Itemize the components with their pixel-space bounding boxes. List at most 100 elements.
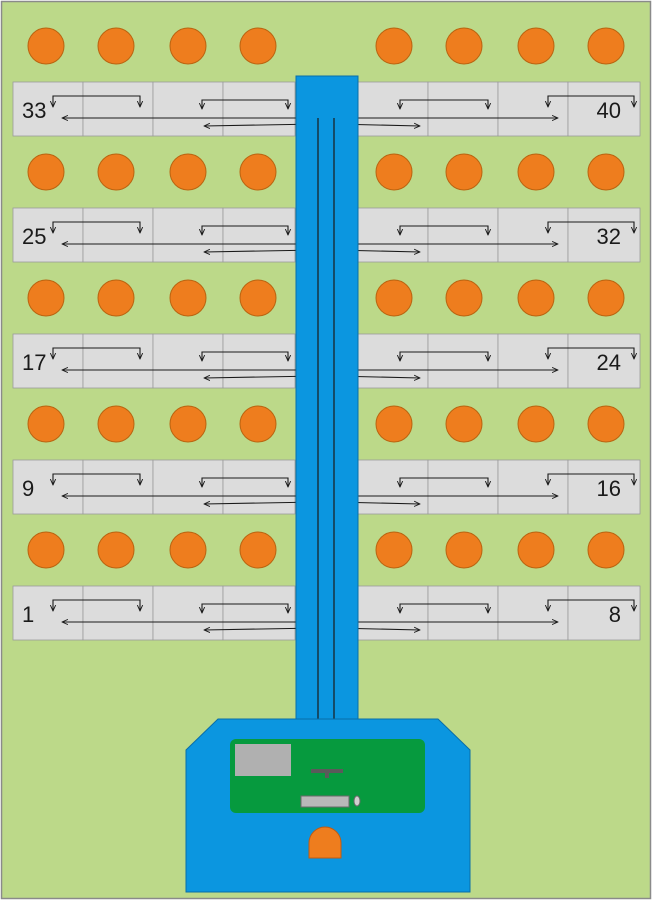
orange-disc-icon: [445, 405, 483, 443]
bracket-arrow: [202, 99, 288, 109]
bracket-arrow: [53, 473, 140, 485]
orange-disc-icon: [587, 405, 625, 443]
slot-label-left: 33: [22, 98, 46, 123]
row-cell: [152, 459, 224, 515]
knob-icon: [308, 826, 342, 859]
slot-label-right: 24: [597, 350, 621, 375]
orange-disc-icon: [445, 27, 483, 65]
orange-disc-icon: [375, 153, 413, 191]
row-cell: [82, 81, 154, 137]
row-cell: [357, 333, 429, 389]
bracket-arrow: [53, 599, 140, 611]
bracket-arrow: [53, 347, 140, 359]
storage-row: 33 40: [12, 81, 641, 137]
orange-disc-icon: [517, 153, 555, 191]
slot-label-right: 16: [597, 476, 621, 501]
bracket-arrow: [548, 347, 634, 359]
row-cell: [82, 459, 154, 515]
orange-disc-icon: [445, 153, 483, 191]
row-cell: [152, 585, 224, 641]
orange-disc-icon: [375, 405, 413, 443]
row-cell: [82, 585, 154, 641]
orange-disc-icon: [239, 531, 277, 569]
slot-label-right: 32: [597, 224, 621, 249]
row-cell: [497, 81, 569, 137]
row-cell: [357, 585, 429, 641]
bracket-arrow: [202, 225, 288, 235]
orange-disc-icon: [239, 27, 277, 65]
display-screen-icon: [235, 744, 291, 776]
orange-disc-icon: [169, 153, 207, 191]
row-cell: [567, 207, 641, 263]
orange-disc-grid: [27, 27, 625, 569]
slot-label-left: 17: [22, 350, 46, 375]
row-cell: [497, 333, 569, 389]
orange-disc-icon: [27, 531, 65, 569]
orange-disc-icon: [169, 531, 207, 569]
slot-connector: [300, 795, 350, 808]
row-cell: [222, 333, 296, 389]
mount-icon: [311, 769, 343, 778]
orange-disc-icon: [239, 279, 277, 317]
bracket-arrow: [400, 225, 488, 235]
row-cell: [82, 333, 154, 389]
orange-disc-icon: [517, 279, 555, 317]
row-cell: [357, 81, 429, 137]
row-cell: [12, 333, 84, 389]
orange-disc-icon: [445, 531, 483, 569]
orange-disc-icon: [375, 531, 413, 569]
orange-disc-icon: [27, 153, 65, 191]
orange-disc-icon: [169, 405, 207, 443]
row-cell: [12, 207, 84, 263]
bracket-arrow: [548, 221, 634, 233]
row-cell: [152, 207, 224, 263]
row-cell: [222, 207, 296, 263]
storage-row: 9 16: [12, 459, 641, 515]
slot-label-left: 9: [22, 476, 34, 501]
bracket-arrow: [548, 473, 634, 485]
row-cell: [222, 81, 296, 137]
storage-row: 25 32: [12, 207, 641, 263]
bracket-arrow: [548, 95, 634, 107]
orange-disc-icon: [517, 27, 555, 65]
row-cell: [152, 81, 224, 137]
bracket-arrow: [400, 603, 488, 613]
bracket-arrow: [202, 477, 288, 487]
orange-disc-icon: [375, 279, 413, 317]
controller-base: [185, 718, 471, 893]
orange-disc-icon: [239, 405, 277, 443]
slot-label-right: 40: [597, 98, 621, 123]
orange-disc-icon: [239, 153, 277, 191]
orange-disc-icon: [97, 27, 135, 65]
orange-disc-icon: [587, 153, 625, 191]
bracket-arrow: [400, 477, 488, 487]
row-cell: [82, 207, 154, 263]
orange-disc-icon: [169, 27, 207, 65]
bracket-arrow: [202, 603, 288, 613]
orange-disc-icon: [375, 27, 413, 65]
orange-disc-icon: [27, 27, 65, 65]
row-cell: [222, 459, 296, 515]
orange-disc-icon: [97, 405, 135, 443]
row-cell: [12, 459, 84, 515]
led-indicator: [353, 795, 361, 807]
orange-disc-icon: [97, 279, 135, 317]
tower-column: [295, 75, 359, 725]
orange-disc-icon: [517, 531, 555, 569]
row-cell: [567, 585, 641, 641]
orange-disc-icon: [587, 279, 625, 317]
bracket-arrow: [53, 221, 140, 233]
slot-label-right: 8: [609, 602, 621, 627]
row-cell: [567, 459, 641, 515]
orange-disc-icon: [587, 531, 625, 569]
bracket-arrow: [53, 95, 140, 107]
orange-disc-icon: [169, 279, 207, 317]
bracket-arrow: [400, 351, 488, 361]
orange-disc-icon: [445, 279, 483, 317]
tower-body: [295, 75, 359, 725]
row-cell: [567, 333, 641, 389]
slot-label-left: 25: [22, 224, 46, 249]
